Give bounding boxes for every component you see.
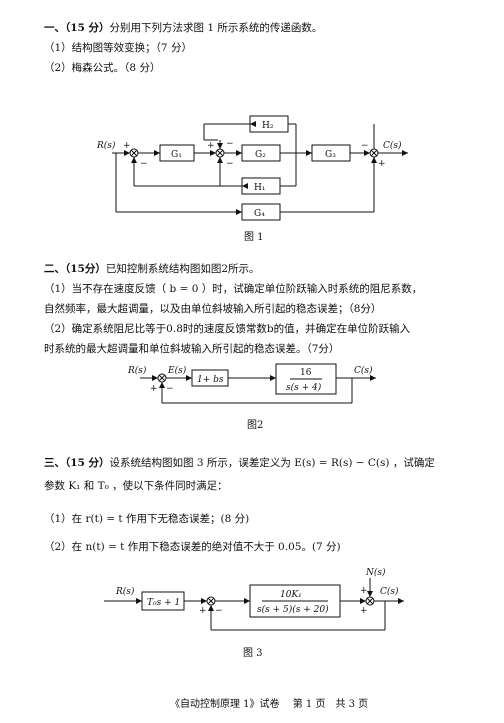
fig1-sign5: − <box>226 159 234 169</box>
fig3-block1-text: T₀s + 1 <box>147 598 180 608</box>
q3-text: 设系统结构图如图 3 所示，误差定义为 E(s) = R(s) − C(s) ，… <box>109 457 435 469</box>
q1-text: 分别用下列方法求图 1 所示系统的传递函数。 <box>109 22 323 34</box>
q2-text: 已知控制系统结构图如图2所示。 <box>105 263 260 275</box>
fig1-sign6: − <box>361 141 369 151</box>
q3-head: 三、（15 分） <box>44 457 110 469</box>
fig1-g2: G₂ <box>255 150 266 160</box>
q2-line2: 自然频率，最大超调量，以及由单位斜坡输入所引起的稳态误差；（8分） <box>44 303 382 315</box>
q1-item1: （1）结构图等效变换；（7 分） <box>44 42 192 54</box>
fig1-sign4: − <box>226 139 234 149</box>
fig1-g1: G₁ <box>171 150 182 160</box>
fig3-sign-plus3: + <box>360 606 368 616</box>
fig3-n-label: N(s) <box>365 567 386 578</box>
fig3-num: 10K₁ <box>280 590 302 600</box>
fig1-sign3: + <box>207 141 215 151</box>
q3-item1: （1）在 r(t) = t 作用下无稳态误差；(8 分) <box>44 513 250 525</box>
fig2-sign-plus: + <box>150 384 158 394</box>
fig1-r-label: R(s) <box>96 140 116 151</box>
q2-line3: （2）确定系统阻尼比等于0.8时的速度反馈常数b的值，并确定在单位阶跃输入 <box>44 323 411 335</box>
fig2-den: s(s + 4) <box>286 382 322 393</box>
fig1-sign1: + <box>123 141 131 151</box>
fig1-h1: H₁ <box>254 183 265 193</box>
fig3-r-label: R(s) <box>115 586 135 597</box>
fig1-c-label: C(s) <box>383 140 402 151</box>
fig1-h2: H₂ <box>262 121 274 131</box>
q2-title: 二、（15分）已知控制系统结构图如图2所示。 <box>44 262 260 276</box>
fig2-c-label: C(s) <box>354 365 373 376</box>
fig2-sign-minus: − <box>166 384 174 394</box>
q2-line4: 时系统的最大超调量和单位斜坡输入所引起的稳态误差。（7分） <box>44 343 340 355</box>
fig1-sign2: − <box>140 159 148 169</box>
fig2-block-plant <box>275 363 337 395</box>
q3-line1: 参数 K₁ 和 T₀ ，使以下条件同时满足： <box>44 480 228 492</box>
fig2-r-label: R(s) <box>127 365 147 376</box>
fig3-den: s(s + 5)(s + 20) <box>257 604 329 615</box>
q1-head: 一、（15 分） <box>44 22 110 34</box>
fig3-caption: 图 3 <box>243 648 263 659</box>
q3-title: 三、（15 分）设系统结构图如图 3 所示，误差定义为 E(s) = R(s) … <box>44 456 435 470</box>
q1-item2: （2）梅森公式。（8 分） <box>44 62 161 74</box>
fig3-sign-plus1: + <box>199 606 207 616</box>
fig2-e-label: E(s) <box>167 365 187 376</box>
page-footer: 《自动控制原理 1》试卷 第 1 页 共 3 页 <box>170 699 369 710</box>
q1-title: 一、（15 分）分别用下列方法求图 1 所示系统的传递函数。 <box>44 21 322 35</box>
fig2-block1-text: 1+ bs <box>197 375 224 385</box>
fig2-caption: 图2 <box>247 420 264 431</box>
fig1-sign7: + <box>378 159 386 169</box>
fig3-sign-minus: − <box>215 606 223 616</box>
q3-item2: （2）在 n(t) = t 作用下稳态误差的绝对值不大于 0.05。(7 分) <box>44 541 341 553</box>
q2-line1: （1）当不存在速度反馈（ b = 0 ）时，试确定单位阶跃输入时系统的阻尼系数， <box>44 283 423 295</box>
fig1-g3: G₃ <box>325 150 336 160</box>
fig2-num: 16 <box>300 368 312 378</box>
fig3-sign-plus2: + <box>360 586 368 596</box>
q2-head: 二、（15分） <box>44 263 106 275</box>
fig3-c-label: C(s) <box>380 586 399 597</box>
fig1-g4: G₄ <box>254 209 265 219</box>
fig1-caption: 图 1 <box>244 232 264 243</box>
